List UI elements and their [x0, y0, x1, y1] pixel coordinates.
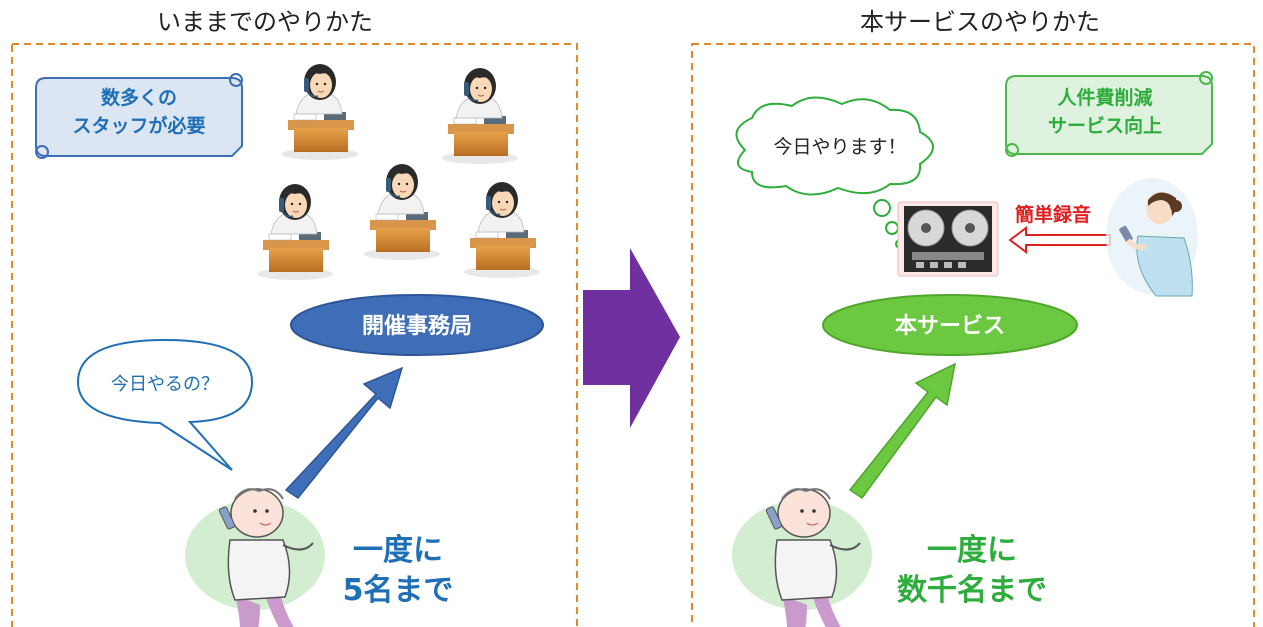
scroll-banner-icon: [1005, 71, 1213, 157]
left-capacity-line1: 一度に: [353, 533, 443, 568]
right-capacity-line1: 一度に: [927, 533, 1017, 568]
right-scroll-line2: サービス向上: [1048, 114, 1162, 137]
office-label: 開催事務局: [362, 313, 472, 339]
right-capacity-line2: 数千名まで: [897, 573, 1047, 608]
left-capacity-line2: 5名まで: [343, 573, 454, 608]
thought-dot: [873, 199, 891, 217]
right-panel-title: 本サービスのやりかた: [860, 8, 1100, 36]
woman-phone-icon: [1106, 178, 1198, 297]
speech-bubble: [76, 338, 254, 471]
right-scroll-line1: 人件費削減: [1057, 86, 1152, 109]
service-ellipse: [822, 294, 1078, 356]
left-scroll-line2: スタッフが必要: [72, 114, 205, 137]
call-arrow: [848, 362, 957, 500]
call-arrow: [284, 366, 404, 500]
tape-recorder-icon: [897, 201, 999, 277]
right-cloud-text: 今日やります！: [773, 136, 906, 158]
operator-person-icon: [281, 63, 359, 161]
left-panel-border: [11, 43, 578, 627]
operator-person-icon: [363, 163, 441, 261]
old-person-phone-icon: [184, 488, 326, 627]
left-scroll-line1: 数多くの: [101, 86, 177, 109]
transition-arrow: [583, 248, 680, 428]
thought-dot: [885, 221, 899, 235]
service-label: 本サービス: [895, 314, 1005, 339]
operator-person-icon: [463, 181, 541, 279]
cloud-bubble: [735, 96, 934, 196]
record-label: 簡単録音: [1015, 203, 1091, 226]
left-panel-title: いままでのやりかた: [157, 8, 373, 36]
record-arrow: [1008, 226, 1111, 254]
right-panel-border: [691, 43, 1255, 627]
office-ellipse: [290, 294, 544, 356]
operator-person-icon: [441, 67, 519, 165]
old-person-phone-icon: [731, 488, 873, 627]
left-speech-text: 今日やるの？: [111, 374, 219, 395]
operator-person-icon: [256, 183, 334, 281]
